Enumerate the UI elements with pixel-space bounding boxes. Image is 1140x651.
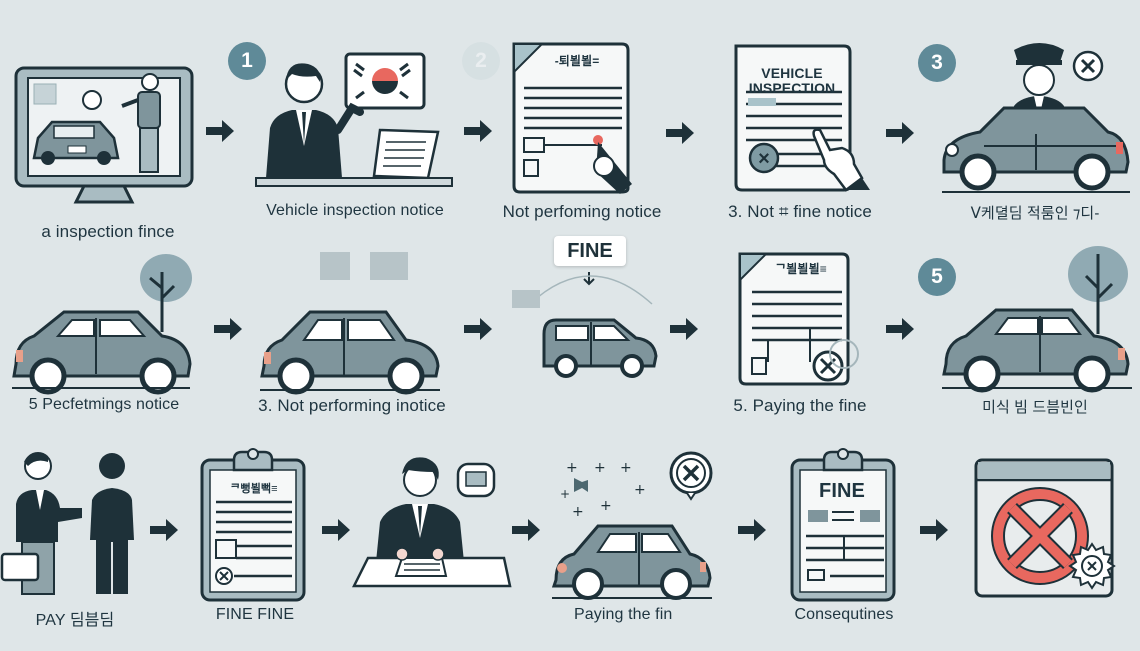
step-label: 5. Paying the fine [733, 396, 867, 415]
car-icon [551, 524, 712, 600]
arrow-right-icon [214, 318, 242, 340]
step-label: Not perfoming notice [502, 202, 662, 221]
fine-sign: FINE [554, 236, 626, 266]
svg-text:+: + [634, 482, 646, 498]
document-header: ᄏ뻥뵐뻑≡ [230, 483, 278, 495]
svg-text:×: × [758, 148, 770, 170]
official-at-desk-icon [351, 457, 512, 588]
arrow-right-icon [150, 519, 178, 541]
step-label: PAY 딤븜딤 [35, 612, 115, 629]
arrow-right-icon [464, 120, 492, 142]
small-box-icon [512, 290, 540, 308]
arrow-right-icon [512, 519, 540, 541]
svg-text:+: + [594, 460, 606, 476]
small-square-icon [370, 252, 408, 280]
step-label: Paying the fin [574, 606, 673, 623]
step-number-badge: 5 [918, 258, 956, 296]
arrow-right-icon [322, 519, 350, 541]
car-icon [542, 318, 658, 378]
document-header: FINE [819, 480, 865, 502]
officer-in-car-icon [942, 43, 1130, 193]
step-label: ᐯ케뎔딤 적룸인 ⁊디- [970, 205, 1100, 222]
car-with-tree-icon [12, 254, 192, 395]
arrow-right-icon [464, 318, 492, 340]
svg-text:+: + [572, 504, 584, 520]
arrow-right-icon [738, 519, 766, 541]
svg-text:+: + [620, 460, 632, 476]
cancel-circle-icon [669, 451, 713, 501]
monitor-car-inspection-icon [14, 66, 194, 204]
inspection-document-icon: × [734, 44, 870, 192]
arc-decoration [529, 275, 653, 305]
arrow-right-icon [670, 318, 698, 340]
svg-text:+: + [600, 498, 612, 514]
document-header: -퇴뵐뵐= [554, 54, 600, 68]
step-label: 5 Pecfetmings notice [28, 396, 180, 413]
arrow-right-icon [920, 519, 948, 541]
step-label: 미식 빔 드븜빈인 [982, 399, 1088, 416]
arrow-right-icon [666, 122, 694, 144]
step-number-badge: 1 [228, 42, 266, 80]
step-label: 3. Not performing inotice [258, 396, 446, 415]
step-label: Vehicle inspection notice [266, 202, 444, 219]
step-label: 3. Not ⌗ fine notice [728, 202, 872, 221]
arrow-right-icon [886, 318, 914, 340]
official-with-flag-icon [255, 52, 453, 187]
clipboard-document-icon [200, 448, 306, 602]
step-number-badge: 3 [918, 44, 956, 82]
car-icon [260, 310, 440, 395]
step-label: a inspection fince [41, 222, 175, 241]
clipboard-fine-icon [790, 448, 896, 602]
document-header: ᄀ뵐뵐뵐≡ [775, 262, 827, 276]
step-label: FINE FINE [215, 606, 295, 623]
svg-text:+: + [566, 460, 578, 476]
close-circle-icon [1072, 50, 1104, 82]
small-square-icon [320, 252, 350, 280]
car-with-tree-icon [942, 246, 1132, 393]
step-label: Consequtines [794, 606, 894, 623]
two-people-briefcase-icon [0, 452, 134, 595]
svg-text:+: + [560, 487, 570, 501]
arrow-right-icon [886, 122, 914, 144]
gear-icon [1068, 542, 1116, 590]
document-pen-icon [512, 42, 632, 194]
arrow-down-icon [583, 272, 595, 286]
step-number-badge: 2 [462, 42, 500, 80]
document-x-stamp-icon [738, 252, 859, 386]
sparkles-icon: + + + + + + + [560, 460, 646, 520]
chat-bubble-icon [456, 462, 496, 498]
arrow-right-icon [206, 120, 234, 142]
